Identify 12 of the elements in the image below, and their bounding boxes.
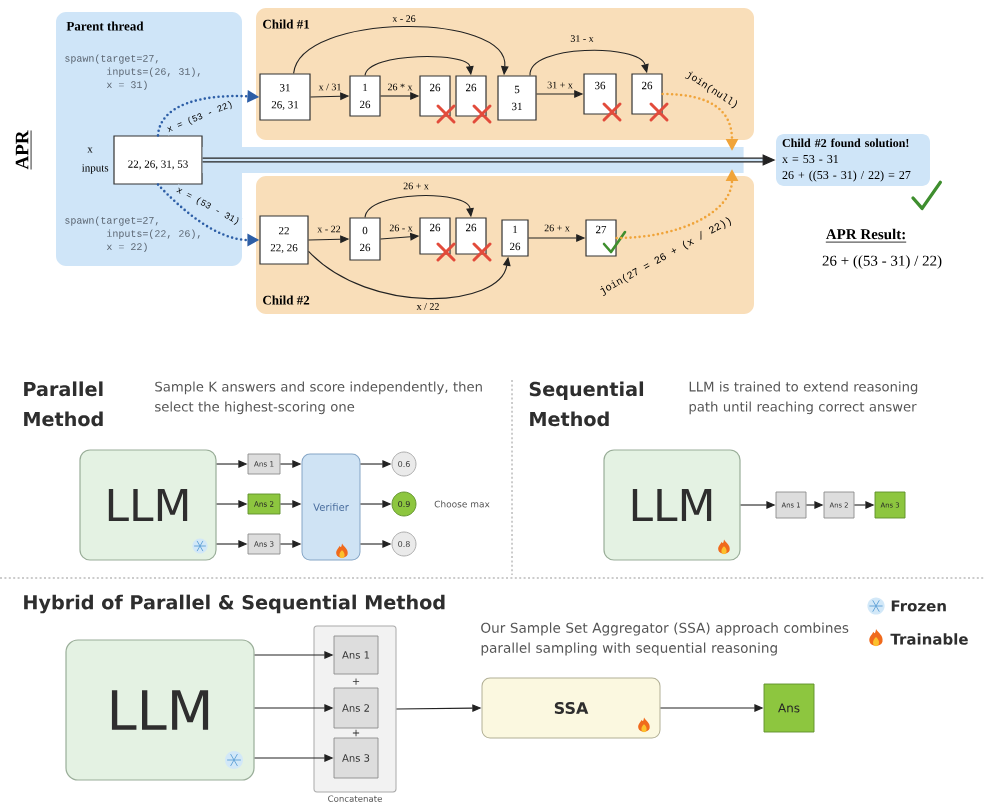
curved-arrow	[364, 56, 474, 76]
model-box: LLM	[79, 449, 217, 561]
heading: Hybrid of Parallel & Sequential Method	[24, 594, 445, 614]
aggregator-box: SSA	[481, 677, 661, 739]
heading: Parallel Method	[24, 381, 103, 427]
curved-arrow	[308, 250, 511, 300]
heading: Sequential Method	[529, 381, 644, 427]
curved-arrow	[364, 195, 474, 218]
model-box: LLM	[603, 449, 741, 561]
model-box: LLM	[65, 639, 255, 781]
section-label: APR	[15, 130, 32, 170]
curved-arrow	[529, 49, 649, 76]
